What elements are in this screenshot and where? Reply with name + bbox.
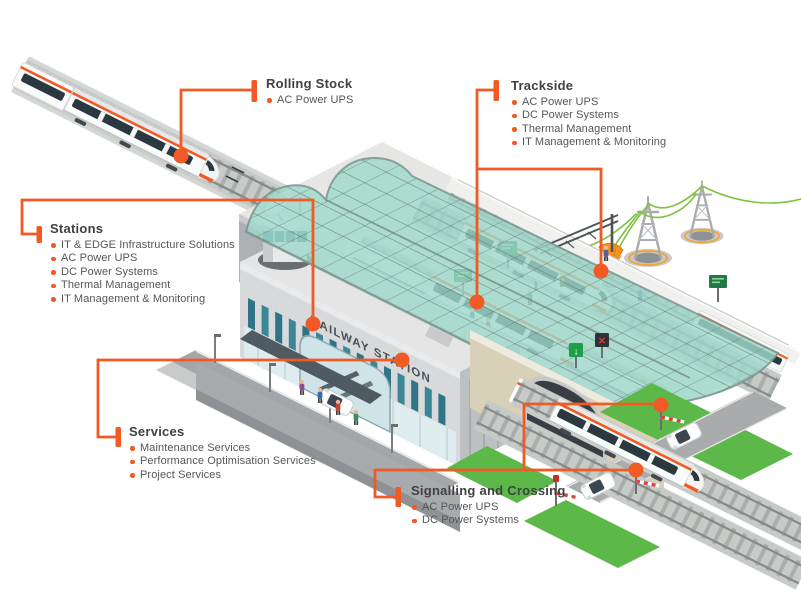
callout-item: Project Services <box>129 469 316 482</box>
cross-icon: ✕ <box>598 336 606 347</box>
callout-items: AC Power UPS DC Power Systems Thermal Ma… <box>511 96 666 150</box>
callout-item: Thermal Management <box>511 123 666 136</box>
callout-title: Stations <box>50 221 104 236</box>
leader-trackside <box>469 80 609 310</box>
callout-items: AC Power UPS DC Power Systems <box>411 501 566 528</box>
callout-item: DC Power Systems <box>511 109 666 122</box>
callout-items: Maintenance Services Performance Optimis… <box>129 442 316 482</box>
callout-items: IT & EDGE Infrastructure Solutions AC Po… <box>50 239 235 306</box>
callout-item: Performance Optimisation Services <box>129 455 316 468</box>
leader-services <box>96 352 410 447</box>
callout-item: Thermal Management <box>50 279 235 292</box>
callout-item: AC Power UPS <box>511 96 666 109</box>
callout-endpoint-dot <box>394 352 410 368</box>
callout-title: Trackside <box>511 78 574 93</box>
down-arrow-icon: ↓ <box>574 347 579 358</box>
callout-item: IT Management & Monitoring <box>511 136 666 149</box>
callout-services: Services Maintenance Services Performanc… <box>129 424 316 482</box>
glass-canopy <box>244 156 780 409</box>
callout-title: Services <box>129 424 185 439</box>
callout-item: IT Management & Monitoring <box>50 293 235 306</box>
entrance-canopy <box>240 330 382 404</box>
callout-endpoint-dot <box>469 294 485 310</box>
callout-leader-lines <box>20 80 669 507</box>
tunnel-signals: ↓ ✕ <box>569 333 609 368</box>
callout-endpoint-dot <box>628 462 644 478</box>
callout-item: Maintenance Services <box>129 442 316 455</box>
level-crossing-area <box>447 378 801 590</box>
departure-board <box>709 275 727 302</box>
motion-dash <box>231 166 245 174</box>
crossing-track <box>473 400 801 590</box>
callout-endpoint-dot <box>173 148 189 164</box>
leader-rolling-stock <box>173 80 257 164</box>
callout-items: AC Power UPS <box>266 94 353 107</box>
callout-title: Rolling Stock <box>266 76 353 91</box>
callout-item: AC Power UPS <box>266 94 353 107</box>
callout-item: IT & EDGE Infrastructure Solutions <box>50 239 235 252</box>
callout-signalling-and-crossing: Signalling and Crossing AC Power UPS DC … <box>411 483 566 528</box>
callout-title: Signalling and Crossing <box>411 483 566 498</box>
callout-trackside: Trackside AC Power UPS DC Power Systems … <box>511 78 666 150</box>
callout-endpoint-dot <box>305 316 321 332</box>
motion-dash <box>225 175 239 183</box>
leader-signalling <box>373 397 669 507</box>
grass <box>524 500 660 568</box>
callout-endpoint-dot <box>653 397 669 413</box>
grass <box>447 446 557 503</box>
callout-item: AC Power UPS <box>50 252 235 265</box>
callout-endpoint-dot <box>593 263 609 279</box>
callout-stations: Stations IT & EDGE Infrastructure Soluti… <box>50 221 235 306</box>
rolling-stock-train <box>11 62 74 111</box>
callout-rolling-stock: Rolling Stock AC Power UPS <box>266 76 353 107</box>
callout-item: DC Power Systems <box>411 514 566 527</box>
callout-item: AC Power UPS <box>411 501 566 514</box>
callout-item: DC Power Systems <box>50 266 235 279</box>
leader-stations <box>20 198 321 332</box>
